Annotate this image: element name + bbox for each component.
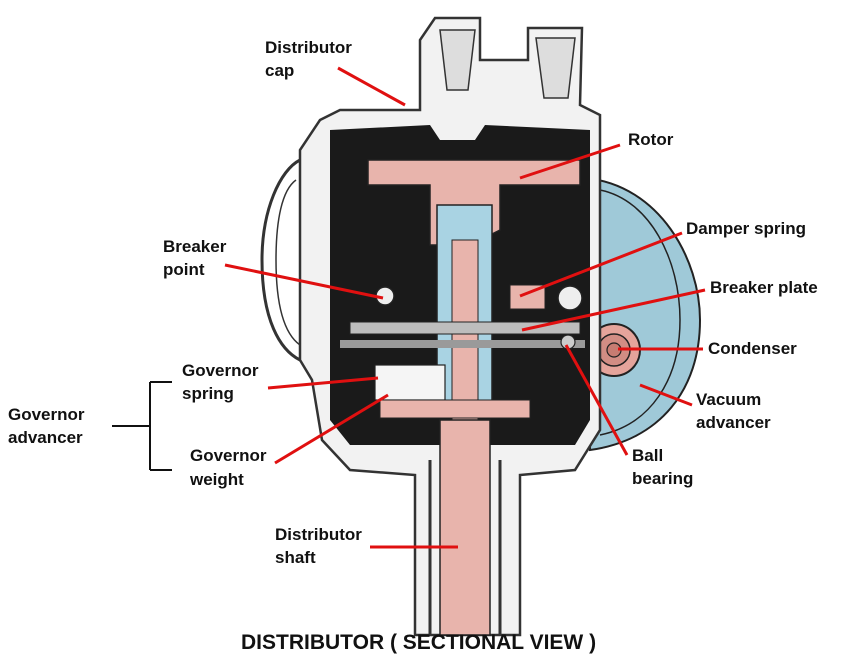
label-governor-spring: Governor spring xyxy=(182,361,263,403)
label-vacuum-advancer: Vacuum advancer xyxy=(696,390,771,432)
diagram-caption: DISTRIBUTOR ( SECTIONAL VIEW ) xyxy=(241,631,596,654)
label-rotor: Rotor xyxy=(628,130,674,149)
leader-damper-spring xyxy=(519,231,683,298)
leader-vacuum-advancer xyxy=(639,383,693,407)
leader-governor-spring xyxy=(267,376,379,390)
label-condenser: Condenser xyxy=(708,339,797,358)
vacuum-advancer-unit xyxy=(583,176,702,452)
label-distributor-shaft: Distributor shaft xyxy=(275,525,367,567)
label-breaker-point: Breaker point xyxy=(163,237,231,279)
leader-breaker-point xyxy=(224,263,384,300)
label-damper-spring: Damper spring xyxy=(686,219,806,238)
label-breaker-plate: Breaker plate xyxy=(710,278,818,297)
governor-advancer-bracket xyxy=(112,381,172,471)
label-distributor-cap: Distributor cap xyxy=(265,38,357,80)
leader-distributor-cap xyxy=(337,66,406,107)
label-ball-bearing: Ball bearing xyxy=(632,446,693,488)
leader-lines xyxy=(224,66,706,549)
leader-breaker-plate xyxy=(521,288,706,332)
distributor-housing xyxy=(260,16,602,637)
label-governor-advancer: Governor advancer xyxy=(8,405,89,447)
leader-governor-weight xyxy=(274,393,389,465)
leader-rotor xyxy=(519,143,621,180)
leader-ball-bearing xyxy=(564,344,629,456)
label-governor-weight: Governor weight xyxy=(189,446,271,489)
